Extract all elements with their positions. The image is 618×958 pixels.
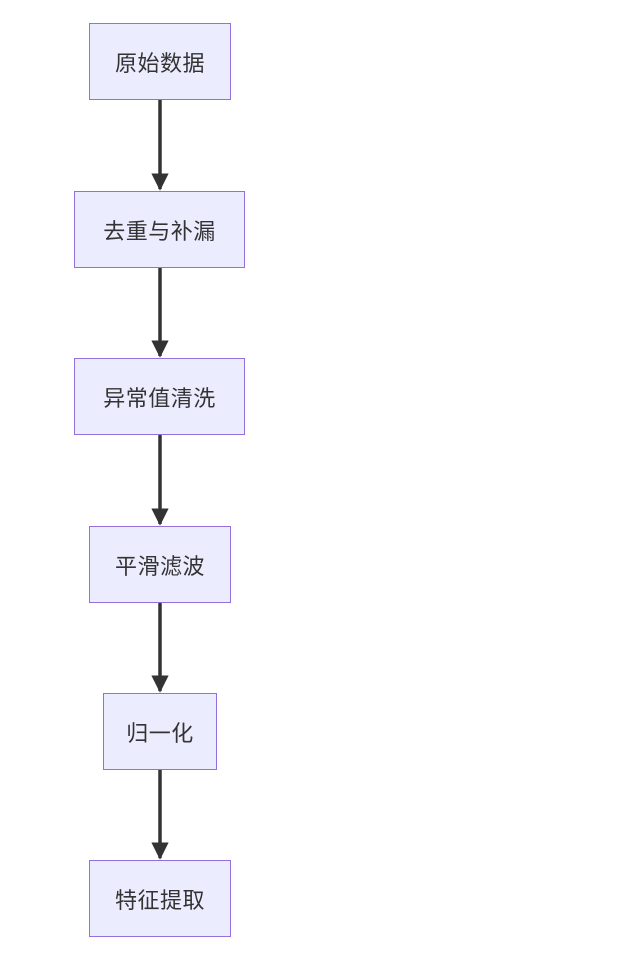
node-label: 原始数据 [114,51,205,77]
node-label: 归一化 [126,721,194,747]
node-normalization: 归一化 [103,693,217,770]
node-dedup-fill: 去重与补漏 [74,191,245,268]
node-label: 异常值清洗 [103,386,216,412]
node-feature-extraction: 特征提取 [89,860,231,937]
node-smoothing-filter: 平滑滤波 [89,526,231,603]
node-raw-data: 原始数据 [89,23,231,100]
node-label: 平滑滤波 [114,554,205,580]
node-outlier-cleaning: 异常值清洗 [74,358,245,435]
node-label: 去重与补漏 [103,219,216,245]
node-label: 特征提取 [114,888,205,914]
